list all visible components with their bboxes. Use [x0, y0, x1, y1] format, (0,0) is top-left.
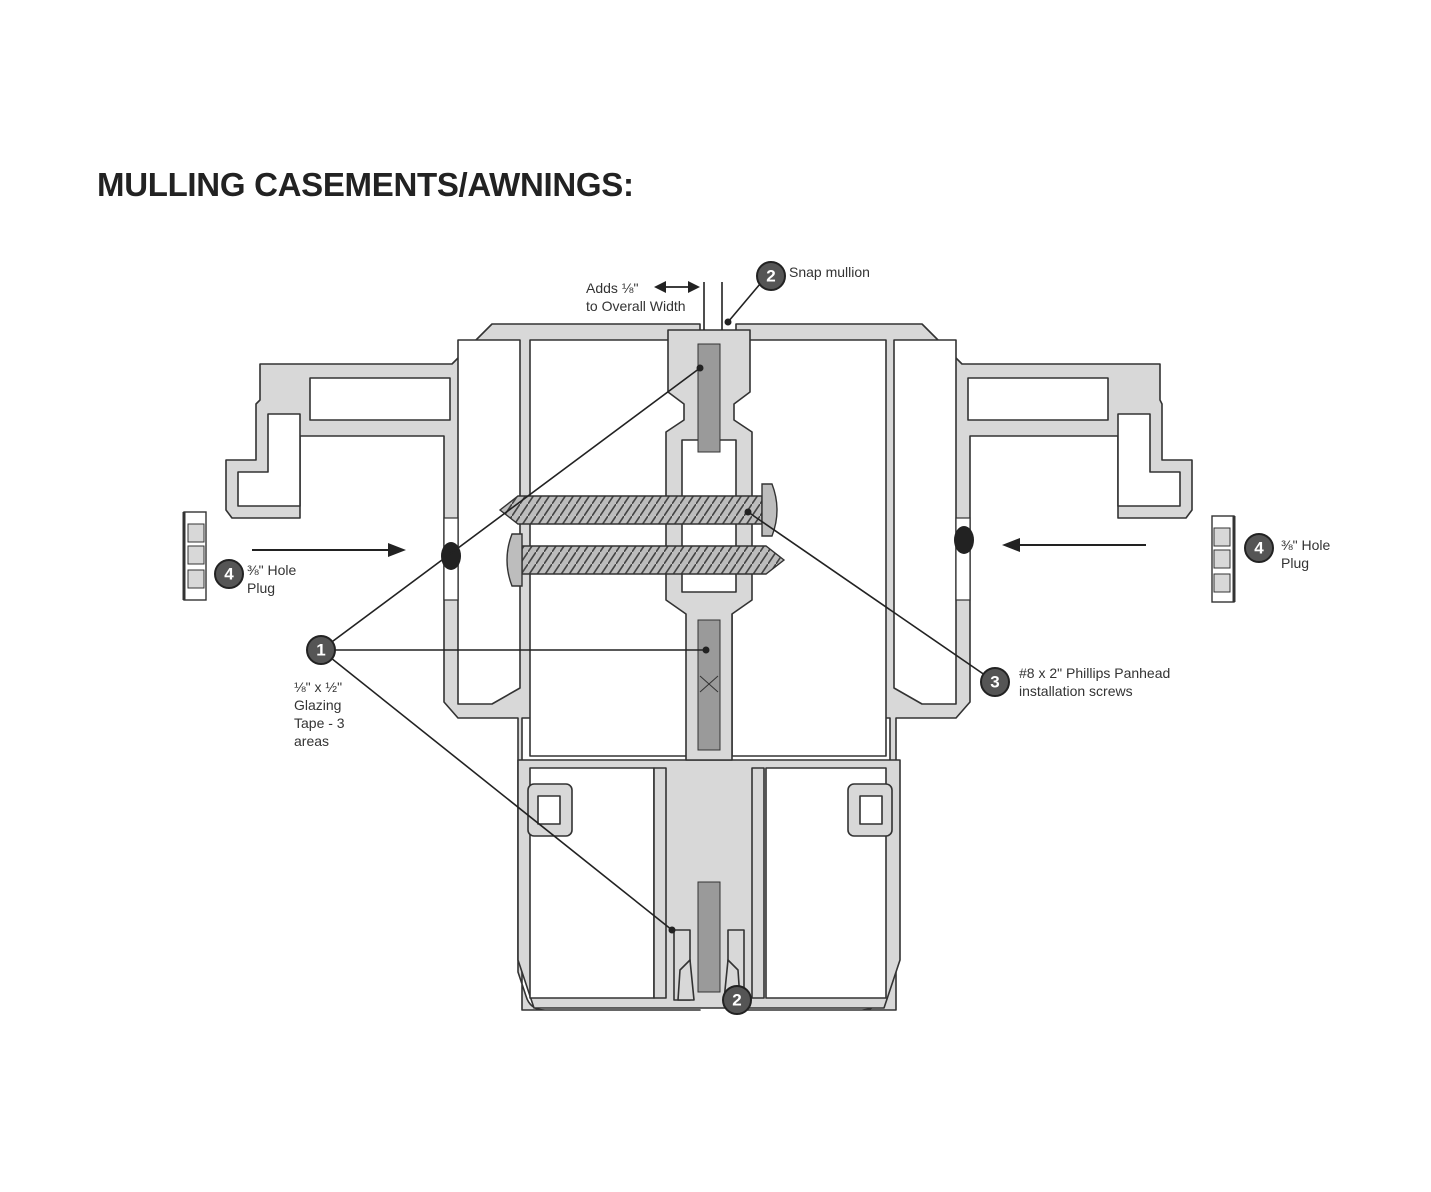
svg-text:2: 2	[732, 991, 741, 1010]
snap-mullion-label: Snap mullion	[789, 264, 870, 280]
hole-plug-installed-right	[954, 526, 974, 554]
adds-width-label-line2: to Overall Width	[586, 298, 686, 314]
glazing-tape-label-line2: Glazing	[294, 697, 341, 713]
hole-plug-left-label-line2: Plug	[247, 580, 275, 596]
hole-plug-installed-left	[441, 542, 461, 570]
svg-text:4: 4	[1254, 539, 1264, 558]
leader-lines	[320, 283, 996, 934]
svg-text:2: 2	[766, 267, 775, 286]
callout-badge-snap-mullion-bottom: 2	[722, 985, 752, 1015]
svg-text:4: 4	[224, 565, 234, 584]
glazing-tape-label-line1: ⅛" x ½"	[294, 679, 342, 695]
hole-plug-right	[1211, 515, 1236, 603]
adds-width-label-line1: Adds ⅛"	[586, 280, 638, 296]
screws-label-line1: #8 x 2" Phillips Panhead	[1019, 665, 1170, 681]
insert-arrow-left	[252, 543, 406, 557]
right-window-frame	[731, 323, 1193, 1011]
callout-badge-screws: 3	[980, 667, 1010, 697]
insert-arrow-right	[1002, 538, 1146, 552]
callout-badge-snap-mullion-top: 2	[756, 261, 786, 291]
hole-plug-right-label-line2: Plug	[1281, 555, 1309, 571]
glazing-tape-middle	[697, 619, 721, 751]
installation-screw-bottom	[506, 533, 786, 587]
glazing-tape-bottom	[697, 881, 721, 993]
page-title: MULLING CASEMENTS/AWNINGS:	[97, 166, 634, 203]
svg-text:3: 3	[990, 673, 999, 692]
glazing-tape-label-line4: areas	[294, 733, 329, 749]
callout-badge-hole-plug-left: 4	[214, 559, 244, 589]
callout-badge-glazing-tape: 1	[306, 635, 336, 665]
width-dimension	[654, 281, 723, 330]
hole-plug-right-label-line1: ⅜" Hole	[1281, 537, 1331, 553]
hole-plug-left	[182, 511, 207, 601]
callout-badge-hole-plug-right: 4	[1244, 533, 1274, 563]
glazing-tape-label-line3: Tape - 3	[294, 715, 345, 731]
installation-screw-top	[498, 483, 778, 537]
screws-label-line2: installation screws	[1019, 683, 1133, 699]
svg-text:1: 1	[316, 641, 325, 660]
glazing-tape-top	[697, 343, 721, 453]
hole-plug-left-label-line1: ⅜" Hole	[247, 562, 297, 578]
